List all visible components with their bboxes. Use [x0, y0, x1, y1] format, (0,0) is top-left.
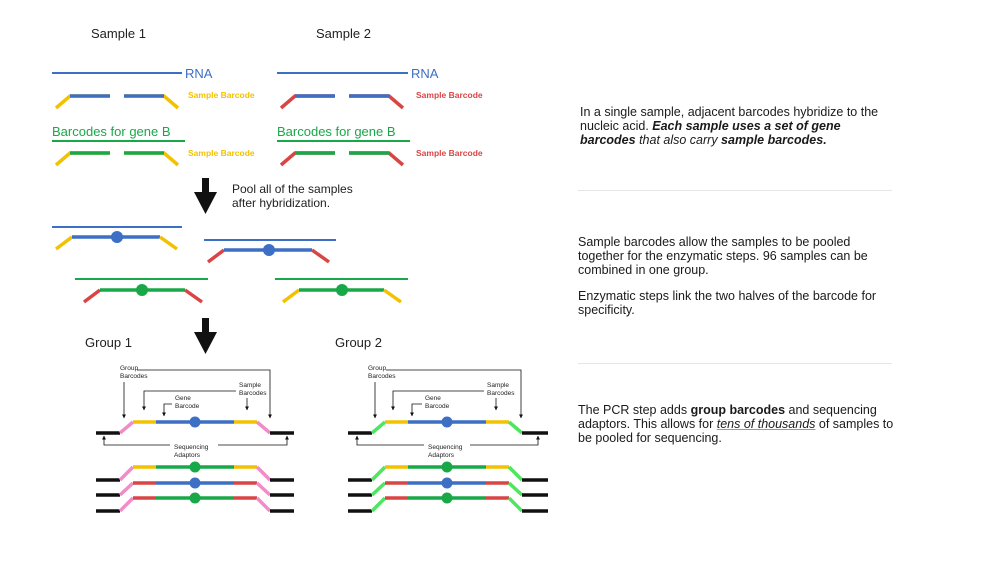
group-barcodes-label: Barcodes [120, 373, 148, 380]
sequencing-adaptors-label: Sequencing [174, 444, 209, 451]
sample-barcodes-label: Barcodes [487, 390, 515, 397]
probe-pair-rna-sample-1 [54, 94, 180, 110]
group-barcodes-label: Group [120, 365, 138, 372]
gene-b-label: Barcodes for gene B [52, 124, 171, 139]
pool-text-line-2: after hybridization. [232, 196, 330, 210]
explanation-4-emphasis: group barcodes [690, 403, 786, 417]
explanation-2-text: Sample barcodes allow the samples to be … [578, 235, 868, 277]
explanation-4-text: of samples to be pooled for sequencing. [578, 417, 894, 445]
explanation-1-text: In a single sample, adjacent barcodes hy… [580, 105, 879, 133]
sequencing-adaptors-label: Adaptors [174, 452, 201, 459]
sample-barcodes-label: Barcodes [239, 390, 267, 397]
group-1-molecule [96, 481, 294, 497]
explanation-4-text: and sequencing adaptors. This allows for [578, 403, 877, 431]
rna-label: RNA [185, 66, 213, 81]
sample-barcode-label: Sample Barcode [416, 90, 483, 100]
sample-barcodes-label: Sample [239, 382, 261, 389]
gene-barcode-label: Gene [175, 395, 191, 402]
sample-1-label: Sample 1 [91, 26, 146, 41]
group-1-annotations: Group Barcodes Sample Barcodes Gene Barc… [120, 365, 267, 459]
sequencing-adaptors-label: Adaptors [428, 452, 455, 459]
rna-label: RNA [411, 66, 439, 81]
group-barcodes-label: Barcodes [368, 373, 396, 380]
group-1-annotation-arrows [102, 369, 289, 446]
sample-2-label: Sample 2 [316, 26, 371, 41]
explanation-block-2: Sample barcodes allow the samples to be … [578, 235, 878, 329]
sample-barcode-label: Sample Barcode [188, 90, 255, 100]
probe-pair-geneb-sample-1 [54, 151, 180, 167]
explanation-block-1: In a single sample, adjacent barcodes hy… [580, 105, 880, 147]
group-2-molecule [348, 481, 548, 497]
explanation-4-text: The PCR step adds [578, 403, 691, 417]
group-barcodes-label: Group [368, 365, 386, 372]
group-2-label: Group 2 [335, 335, 382, 350]
ligation-junction [441, 416, 453, 428]
gene-b-label: Barcodes for gene B [277, 124, 396, 139]
ligation-junction [441, 492, 453, 504]
section-divider [578, 190, 892, 191]
ligated-probe-geneb-sample-1 [275, 278, 408, 304]
ligated-probe-rna-sample-2 [204, 239, 336, 264]
group-2-annotations: Group Barcodes Sample Barcodes Gene Barc… [368, 365, 515, 459]
gene-barcode-label: Barcode [175, 403, 200, 410]
pool-text-line-1: Pool all of the samples [232, 182, 353, 196]
gene-barcode-label: Barcode [425, 403, 450, 410]
probe-pair-rna-sample-2 [279, 94, 405, 110]
sample-barcode-label: Sample Barcode [188, 148, 255, 158]
group-2-full-molecule [348, 420, 548, 435]
explanation-4-italic: tens of thousands [716, 417, 816, 431]
ligated-probe-geneb-sample-2 [75, 278, 208, 304]
explanation-block-4: The PCR step adds group barcodes and seq… [578, 403, 896, 445]
ligation-junction [189, 461, 201, 473]
explanation-1-emphasis: sample barcodes [721, 133, 824, 147]
ligation-junction [441, 461, 453, 473]
down-arrow-icon [194, 178, 217, 214]
ligation-junction [189, 477, 201, 489]
ligation-junction [441, 477, 453, 489]
gene-barcode-label: Gene [425, 395, 441, 402]
ligation-junction [189, 492, 201, 504]
explanation-3-text: Enzymatic steps link the two halves of t… [578, 289, 877, 317]
ligation-junction [189, 416, 201, 428]
sample-barcodes-label: Sample [487, 382, 509, 389]
section-divider [578, 363, 892, 364]
probe-pair-geneb-sample-2 [279, 151, 405, 167]
explanation-1-text: . [823, 133, 827, 147]
group-1-label: Group 1 [85, 335, 132, 350]
explanation-1-text: that also carry [635, 133, 722, 147]
explanation-1-emphasis: Each sample uses a set of gene barcodes [580, 119, 841, 147]
down-arrow-icon [194, 318, 217, 354]
group-2-annotation-arrows [355, 369, 540, 446]
group-1-molecule [96, 465, 294, 482]
ligated-probe-rna-sample-1 [52, 226, 182, 251]
sample-barcode-label: Sample Barcode [416, 148, 483, 158]
sequencing-adaptors-label: Sequencing [428, 444, 463, 451]
